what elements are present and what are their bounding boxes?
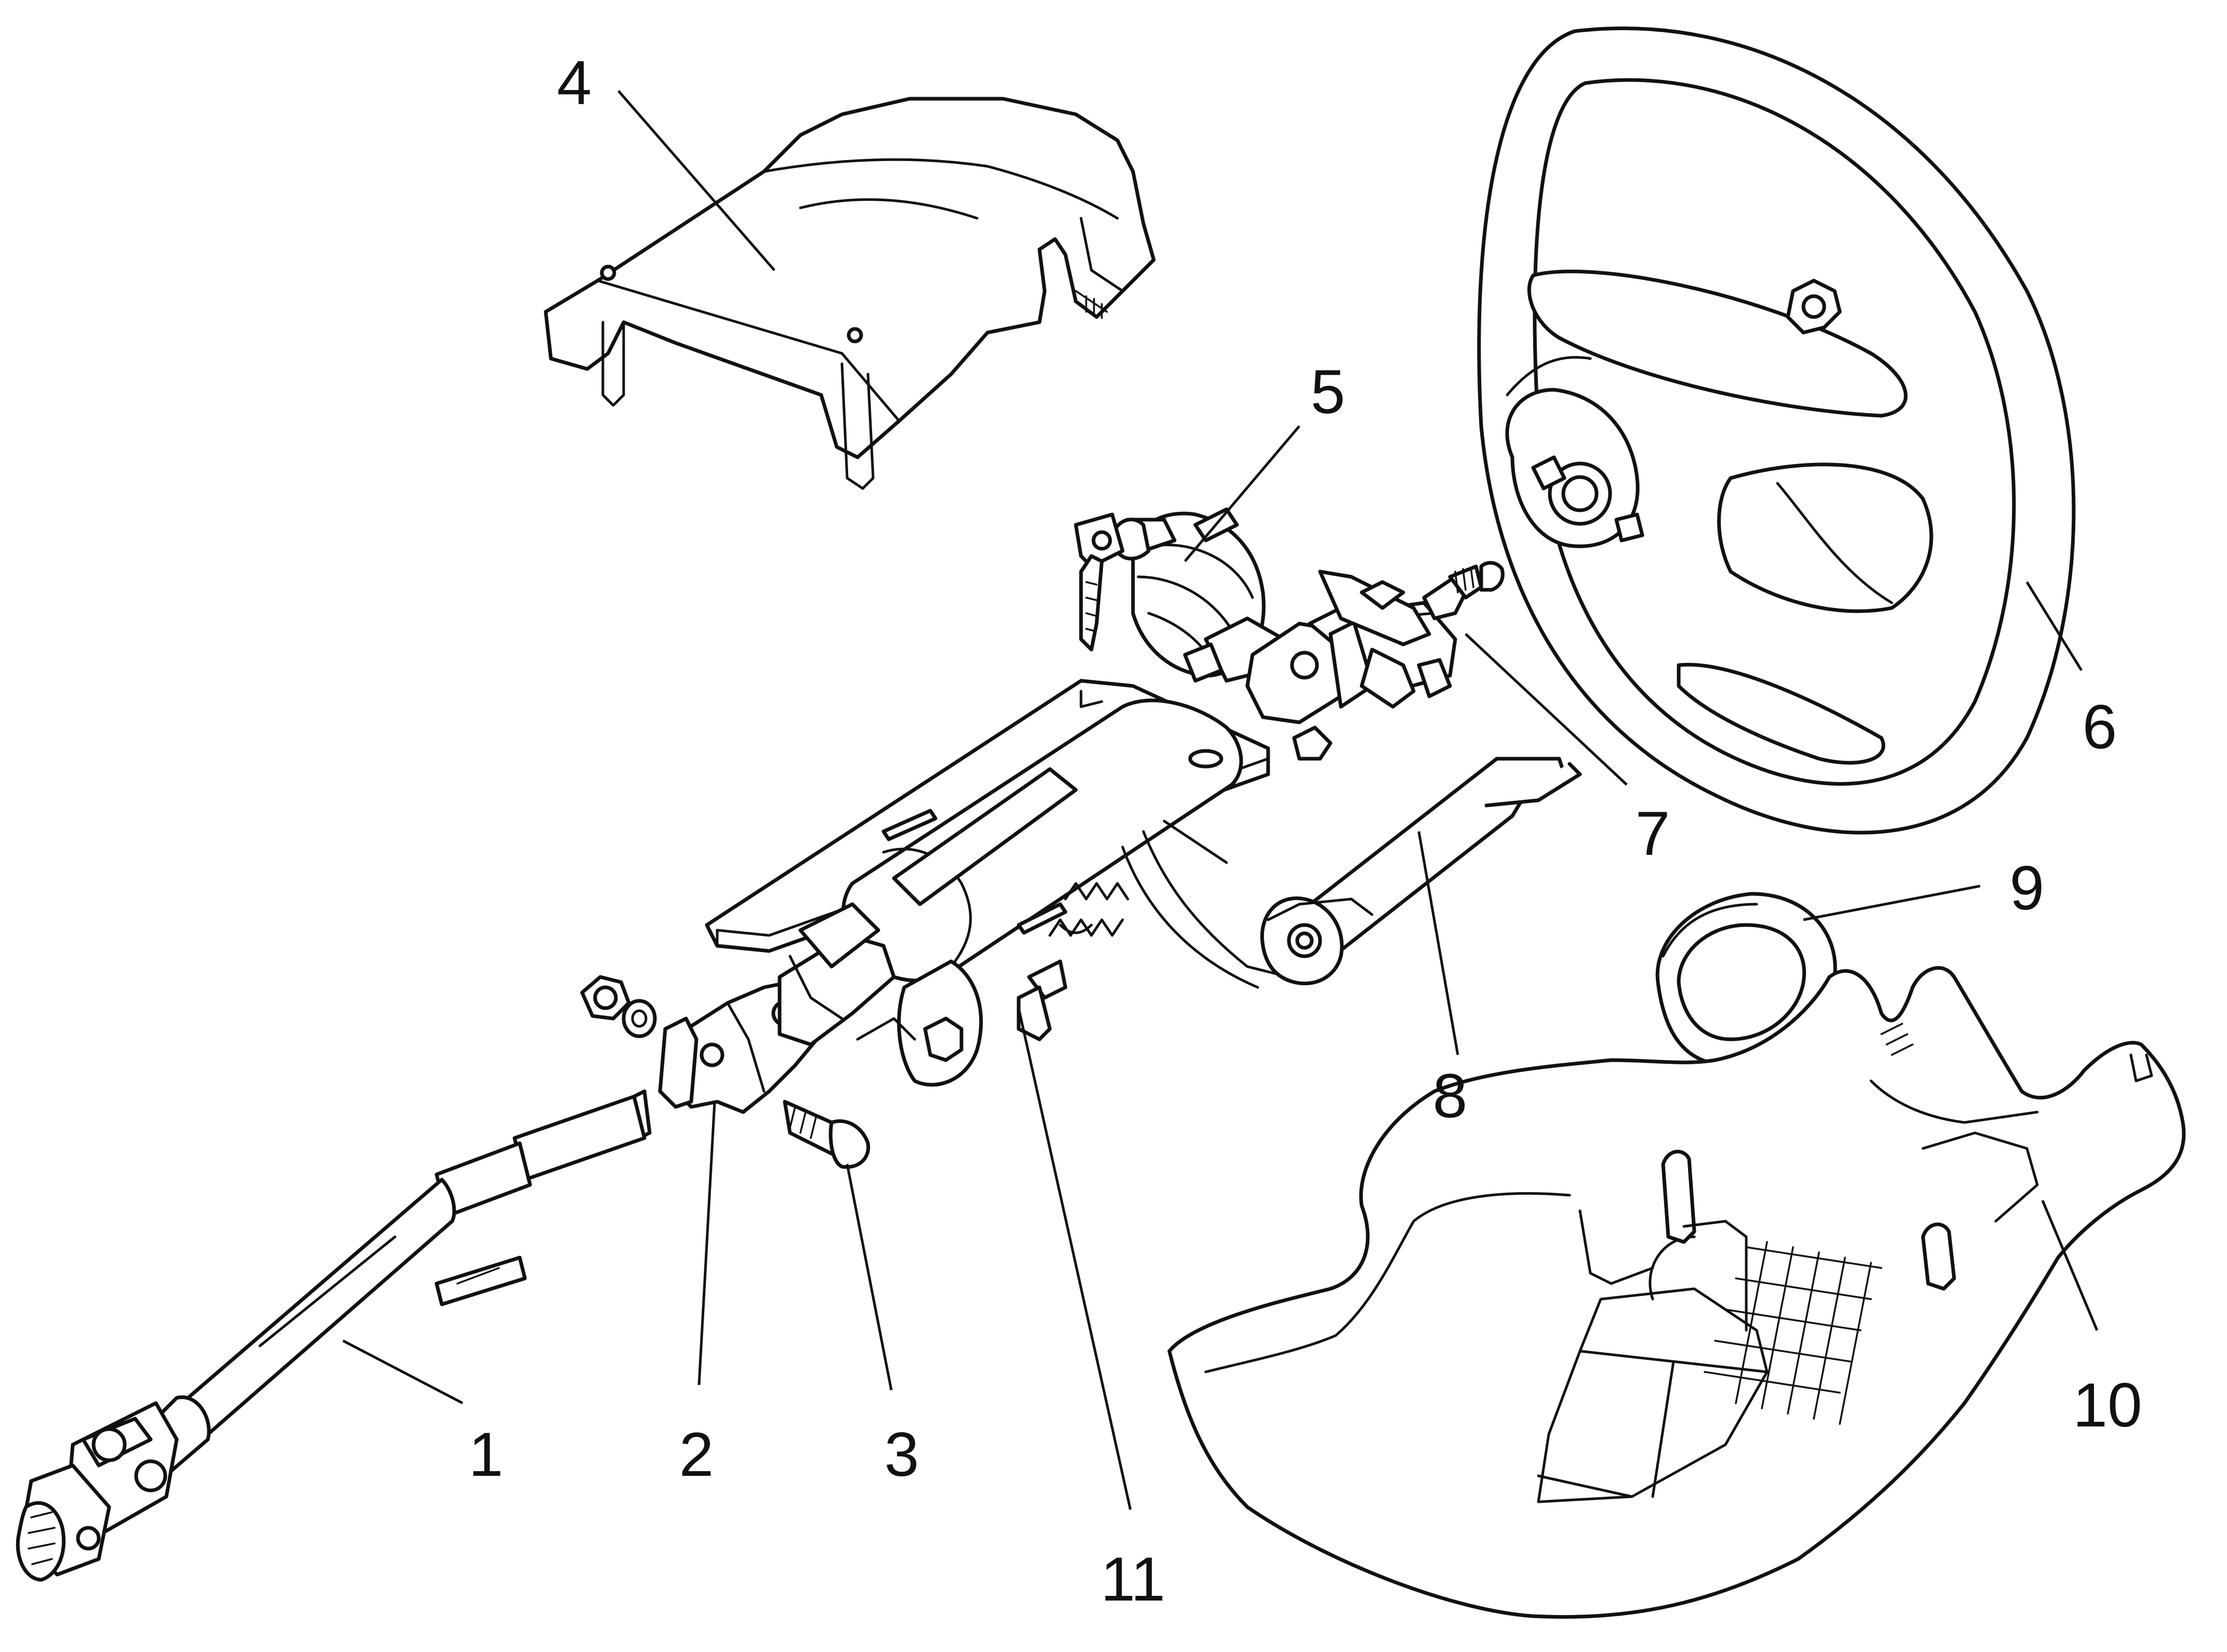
washer [622, 999, 657, 1038]
callout-3: 3 [885, 1420, 919, 1489]
steering-wheel [1477, 27, 2076, 835]
leader-4 [617, 90, 775, 271]
intermediate-shaft [16, 1089, 652, 1582]
leader-2 [697, 1101, 716, 1385]
callout-11: 11 [1101, 1544, 1166, 1614]
column-upper-shaft [1245, 561, 1505, 761]
callout-5: 5 [1311, 357, 1346, 427]
leader-6 [2025, 581, 2083, 671]
callout-2: 2 [679, 1420, 714, 1489]
callouts: 1 2 3 4 5 6 7 8 9 10 11 [469, 48, 2142, 1614]
nut [580, 975, 631, 1021]
upper-shroud [544, 97, 1156, 490]
callout-8: 8 [1433, 1061, 1468, 1131]
leader-7 [1465, 633, 1628, 786]
callout-1: 1 [469, 1420, 504, 1489]
callout-7: 7 [1636, 799, 1670, 868]
leader-1 [342, 1339, 464, 1405]
callout-9: 9 [2010, 853, 2045, 923]
leader-8 [1417, 831, 1459, 1055]
leader-5 [1184, 425, 1300, 562]
tilt-lever [1260, 757, 1582, 986]
pinch-bolt [783, 1100, 871, 1169]
callout-4: 4 [557, 48, 592, 117]
leader-9 [1803, 884, 1981, 921]
lower-shroud [1167, 966, 2186, 1619]
leader-10 [2041, 1200, 2099, 1331]
callout-10: 10 [2073, 1370, 2142, 1440]
callout-6: 6 [2083, 692, 2117, 762]
leader-3 [846, 1164, 893, 1391]
leader-11 [1017, 1008, 1132, 1510]
steering-column [705, 679, 1290, 1087]
leader-lines [342, 90, 2099, 1510]
